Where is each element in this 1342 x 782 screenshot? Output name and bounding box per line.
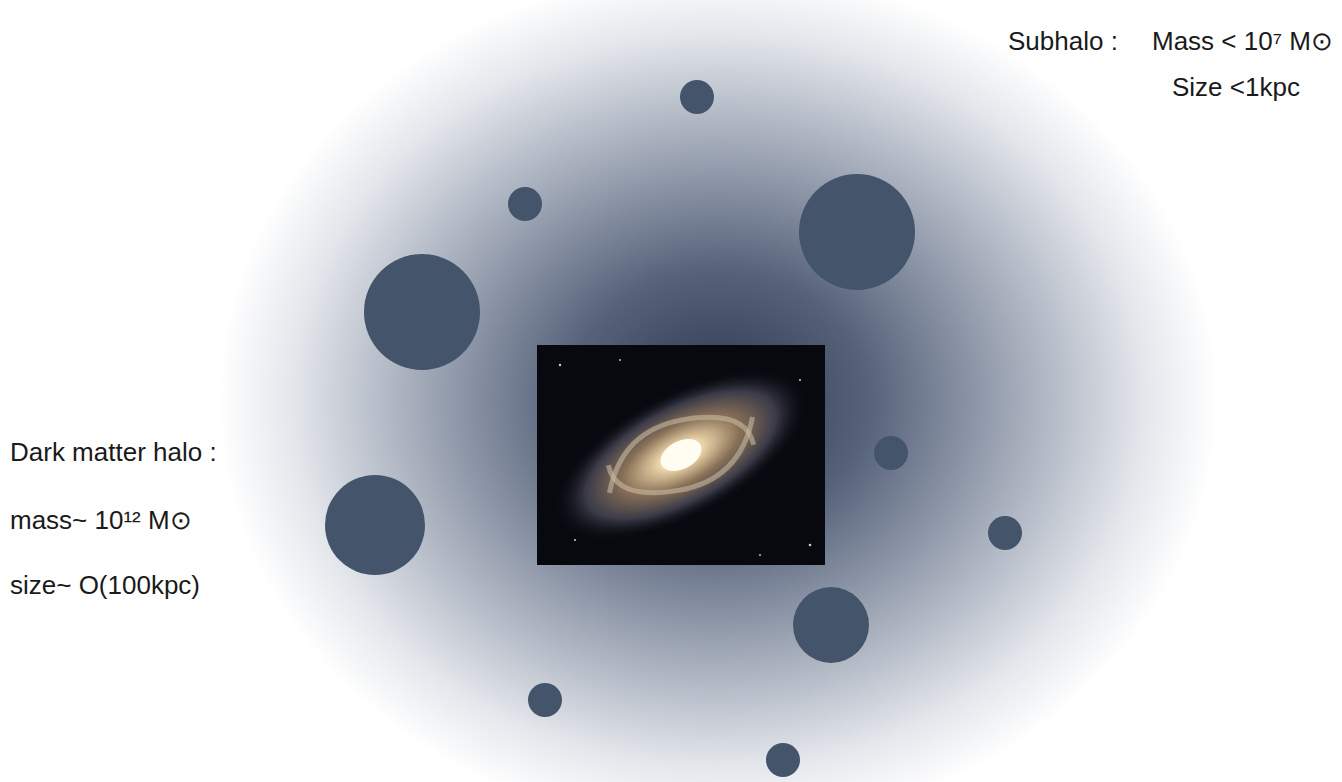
dark-matter-halo: [218, 0, 1218, 782]
annotation-label: mass~ 10¹² M⊙: [10, 505, 192, 536]
annotation-label: Mass < 10⁷ M⊙: [1152, 26, 1333, 57]
annotation-label: Dark matter halo :: [10, 437, 217, 468]
annotation-label: Subhalo :: [1008, 26, 1118, 57]
annotation-label: size~ O(100kpc): [10, 570, 200, 601]
galaxy-image: [528, 335, 833, 576]
subhalo-circles: [325, 80, 1022, 777]
annotation-label: Size <1kpc: [1172, 72, 1300, 103]
